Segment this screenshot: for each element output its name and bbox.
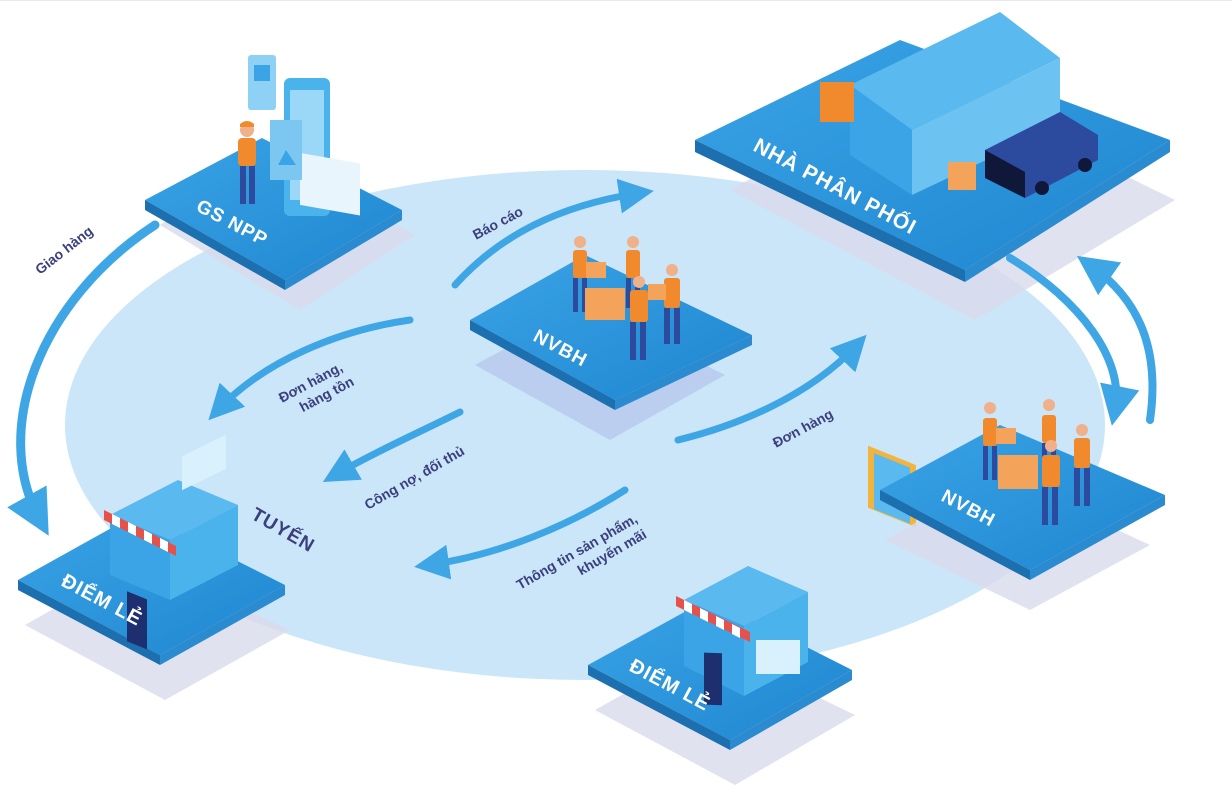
node-nvbh-center: NVBH: [470, 236, 752, 440]
node-diem-le-left: ĐIỂM LẺ: [18, 434, 290, 700]
warehouse-illustration: [820, 12, 1098, 528]
node-nvbh-right: NVBH: [880, 399, 1165, 610]
supervisor-figure: [238, 121, 256, 204]
arrow-thong-tin-san-pham: [414, 486, 629, 580]
arrow-don-hang-hang-ton: [208, 316, 414, 421]
node-gs-npp: GS NPP: [145, 55, 415, 310]
sales-team-illustration-right: [983, 399, 1090, 525]
arrow-don-hang: [674, 334, 867, 444]
arrow-bao-cao: [451, 178, 654, 289]
arrow-giao-hang: [7, 220, 160, 536]
documents-illustration: [248, 55, 360, 216]
arrow-nvbh-to-npp: [1076, 255, 1157, 424]
flow-arrows: [7, 178, 1157, 580]
node-diem-le-bottom: ĐIỂM LẺ: [588, 566, 855, 785]
store-icon-bottom: [676, 566, 808, 706]
arrow-npp-to-nvbh: [1006, 254, 1140, 426]
arrow-cong-no-doi-thu: [322, 408, 464, 482]
store-icon-left: [104, 434, 238, 650]
flow-label-giao-hang: Giao hàng: [32, 223, 96, 278]
node-nha-phan-phoi: NHÀ PHÂN PHỐI: [695, 12, 1175, 528]
sales-team-illustration: [573, 236, 680, 360]
